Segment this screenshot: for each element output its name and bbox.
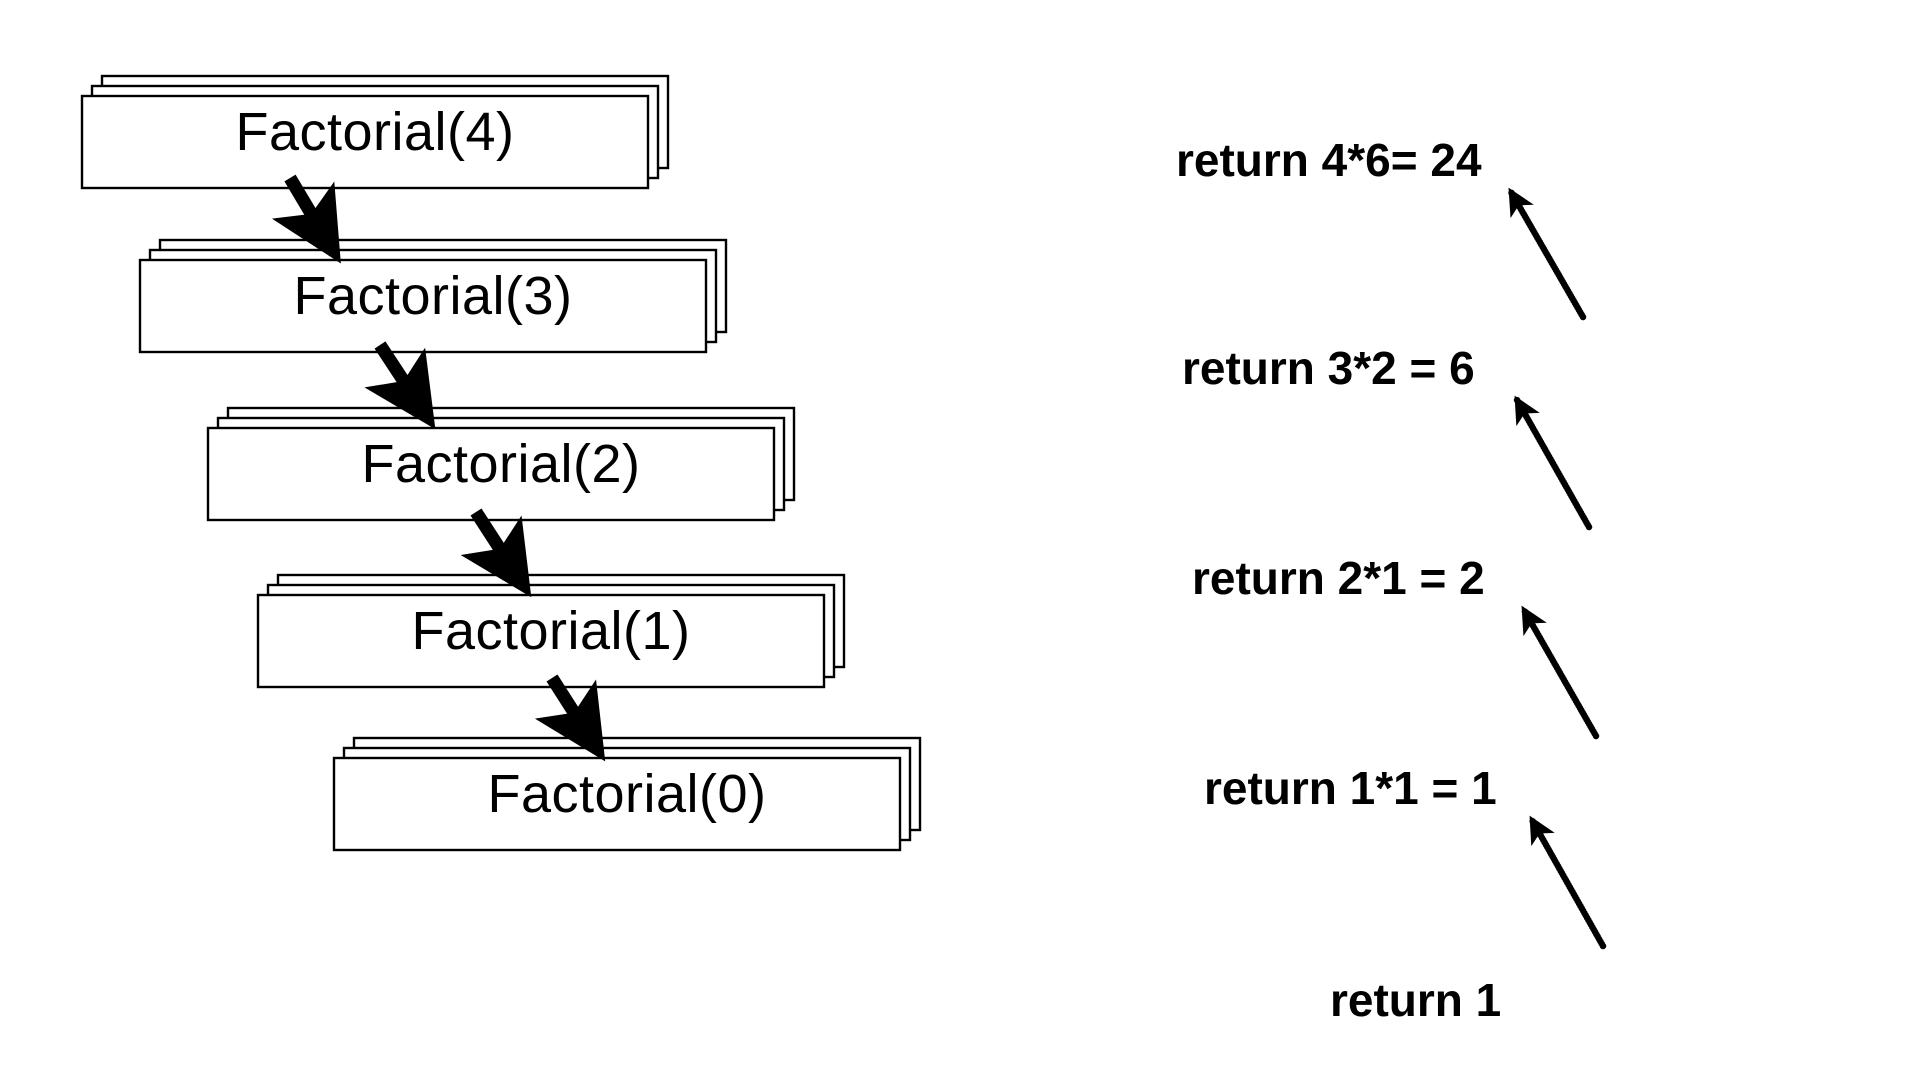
call-box-3[interactable] — [138, 238, 728, 354]
call-arrow-3 — [534, 674, 606, 762]
return-arrow-0 — [1528, 815, 1607, 950]
call-arrow-1 — [364, 341, 436, 430]
call-box-layer-2 — [256, 593, 826, 689]
call-box-label-3: Factorial(3) — [293, 266, 573, 326]
call-box-0[interactable] — [332, 736, 922, 852]
call-box-label-0: Factorial(0) — [487, 764, 767, 824]
return-statement-0: return 4*6= 24 — [1176, 134, 1482, 186]
return-statement-4: return 1 — [1330, 974, 1502, 1026]
call-box-label-4: Factorial(4) — [235, 102, 515, 162]
call-box-1[interactable] — [256, 573, 846, 689]
call-box-layer-2 — [138, 258, 708, 354]
call-arrow-2 — [460, 508, 532, 598]
call-box-layer-2 — [80, 94, 650, 190]
return-arrows-layer — [1507, 187, 1607, 950]
call-box-label-2: Factorial(2) — [361, 434, 641, 494]
call-box-4[interactable] — [80, 74, 670, 190]
return-statement-1: return 3*2 = 6 — [1182, 342, 1475, 394]
call-arrow-0 — [271, 174, 341, 264]
call-arrows-layer — [271, 174, 606, 762]
return-statement-3: return 1*1 = 1 — [1204, 762, 1497, 814]
call-box-layer-2 — [332, 756, 902, 852]
return-statement-2: return 2*1 = 2 — [1192, 552, 1485, 604]
return-arrow-3 — [1507, 187, 1587, 321]
return-arrow-2 — [1513, 395, 1593, 531]
return-arrow-1 — [1520, 605, 1600, 740]
call-box-label-1: Factorial(1) — [411, 601, 691, 661]
call-boxes-layer — [80, 74, 922, 852]
